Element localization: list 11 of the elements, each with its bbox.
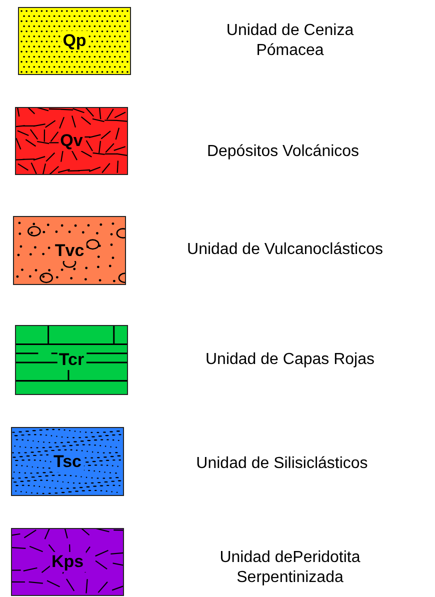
unit-code: Kps xyxy=(49,552,86,572)
unit-code: Tsc xyxy=(51,452,84,472)
unit-code: Qp xyxy=(60,31,88,51)
unit-description: Unidad dePeridotita Serpentinizada xyxy=(218,548,362,588)
unit-description: Depósitos Volcánicos xyxy=(206,142,360,162)
unit-description: Unidad de Vulcanoclásticos xyxy=(186,240,384,260)
unit-code: Qv xyxy=(58,131,85,151)
unit-code: Tcr xyxy=(56,350,86,370)
unit-description: Unidad de Capas Rojas xyxy=(204,350,376,370)
unit-description: Unidad de Silisiclásticos xyxy=(195,454,369,474)
unit-description: Unidad de Ceniza Pómacea xyxy=(225,21,355,61)
